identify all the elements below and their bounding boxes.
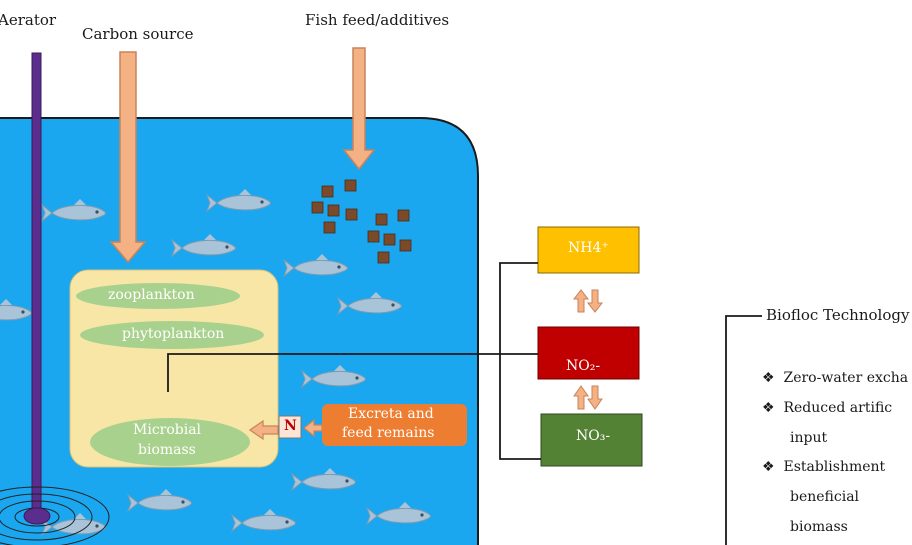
n-to-biomass-arrow [248,419,279,441]
microbial-biomass-ellipse [90,418,250,466]
excreta-box [322,404,467,446]
benefit-item-continuation: biomass [790,519,848,535]
zooplankton-label: zooplankton [108,287,195,303]
nitrogen-label: N [284,418,297,434]
benefit-item-continuation: input [790,430,828,446]
plankton-box [69,269,279,468]
no2-no3-exchange-arrows [573,385,603,410]
feed-pellet [367,230,380,243]
benefit-item: ❖ Zero-water excha [762,370,909,386]
phytoplankton-label: phytoplankton [122,326,225,342]
bullet-icon: ❖ [762,370,775,386]
feed-pellet [345,208,358,221]
feed-pellet [311,201,324,214]
excreta-label-line2: feed remains [342,425,435,441]
carbon-source-label: Carbon source [82,25,194,43]
connector-lines [167,262,762,545]
feed-pellet [327,204,340,217]
microbial-label-line1: Microbial [133,422,202,438]
bullet-icon: ❖ [762,459,775,475]
excreta-to-n-arrow [303,418,323,438]
carbon-source-arrow [109,51,147,264]
feed-pellet [344,179,357,192]
nh4-no2-exchange-arrows [572,289,604,313]
feed-pellet [323,221,336,234]
fish-feed-label: Fish feed/additives [305,11,450,29]
zooplankton-ellipse [76,283,240,309]
aerator-ripples [0,486,110,545]
benefit-item: ❖ Establishment [762,459,886,475]
no2-label: NO₂- [566,358,601,374]
benefit-item: ❖ Reduced artific [762,400,893,416]
fish-feed-arrow [342,47,376,171]
microbial-label-line2: biomass [138,442,196,458]
feed-pellets [311,179,412,264]
phytoplankton-ellipse [80,321,264,349]
feed-pellet [375,213,388,226]
aerator-pipe [31,52,42,514]
feed-pellet [383,233,396,246]
bullet-icon: ❖ [762,400,775,416]
benefit-item-continuation: beneficial [790,489,860,505]
feed-pellet [399,239,412,252]
aerator-label: Aerator [0,11,57,29]
feed-pellet [321,185,334,198]
feed-pellet [377,251,390,264]
excreta-label-line1: Excreta and [348,406,434,422]
aerator-diffuser [23,507,51,525]
nitrogen-box [278,415,302,439]
no3-box [540,413,643,467]
feed-pellet [397,209,410,222]
no3-label: NO₃- [576,428,611,444]
no2-box [537,326,640,380]
biofloc-title: Biofloc Technology [766,306,910,324]
nh4-box [537,226,640,274]
nh4-label: NH4⁺ [568,240,609,256]
